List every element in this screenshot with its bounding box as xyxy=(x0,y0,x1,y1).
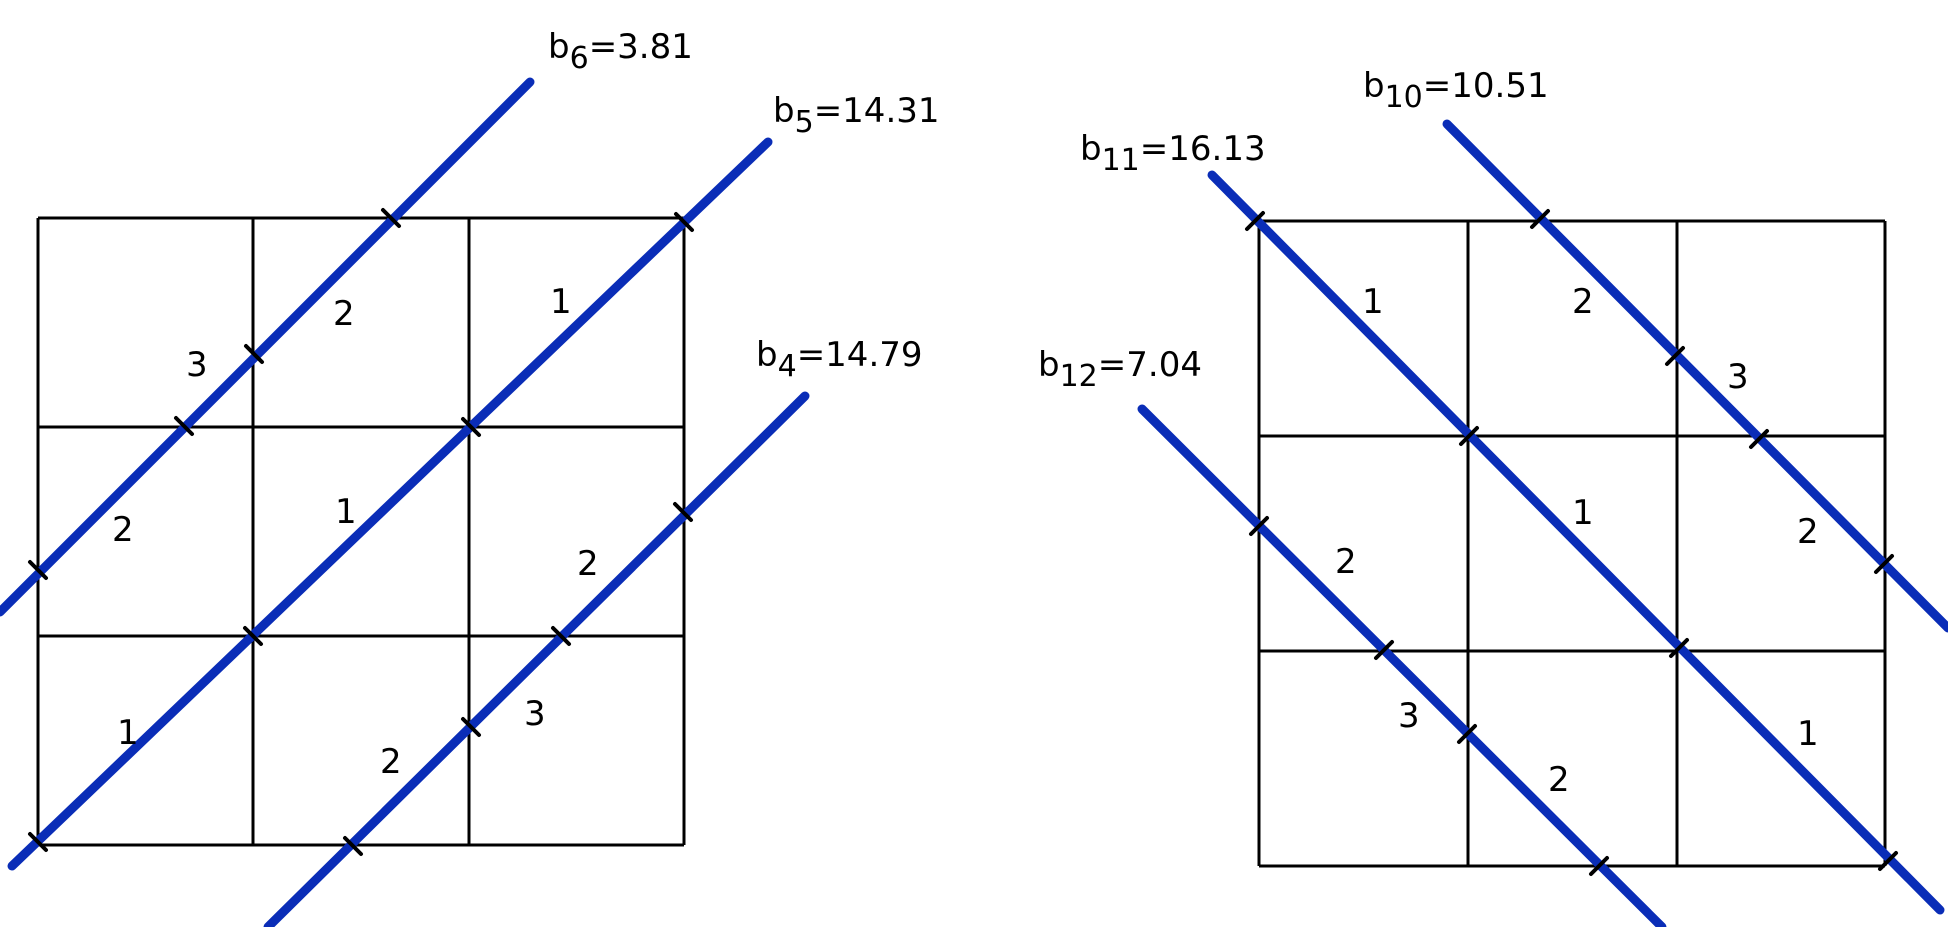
ray-b12-segment-label: 2 xyxy=(1548,760,1570,800)
ray-b4-tick xyxy=(551,626,571,646)
ray-b10: 2 3 2 b10=10.51 xyxy=(1363,66,1948,633)
ray-b5-tick xyxy=(28,832,48,852)
ray-b11-tick xyxy=(1245,211,1265,231)
ray-b4-label-subscript: 4 xyxy=(778,349,797,384)
ray-b6-label: b6=3.81 xyxy=(548,27,693,76)
left-panel: 2 3 2 b6=3.81 1 1 1 b5=14.31 xyxy=(0,27,940,927)
ray-b11-segment-label: 1 xyxy=(1362,282,1384,322)
ray-b12-label-value: =7.04 xyxy=(1098,345,1202,385)
ray-b11-tick xyxy=(1459,426,1479,446)
ray-b11-label-subscript: 11 xyxy=(1102,143,1140,178)
ray-b6-segment-label: 2 xyxy=(112,510,134,550)
ray-b6-tick xyxy=(244,344,264,364)
ray-b12-label-name: b xyxy=(1038,345,1060,385)
ray-b11-segment-label: 1 xyxy=(1572,493,1594,533)
ray-b12-tick xyxy=(1249,516,1269,536)
ray-b4-tick xyxy=(673,502,693,522)
ray-b5-label-subscript: 5 xyxy=(795,105,814,140)
right-panel: 2 3 2 b10=10.51 1 1 1 b11=16.13 xyxy=(1038,66,1948,927)
ray-b4-tick xyxy=(343,836,363,856)
ray-b10-line xyxy=(1442,119,1948,633)
ray-b5-label-name: b xyxy=(773,91,795,131)
ray-b5-label-value: =14.31 xyxy=(814,91,940,131)
ray-b5-line xyxy=(7,137,773,871)
ray-b5-tick xyxy=(674,212,694,232)
ray-b6-tick xyxy=(174,416,194,436)
ray-b12-line xyxy=(1137,404,1667,927)
ray-b10-tick xyxy=(1874,554,1894,574)
ray-b10-label-name: b xyxy=(1363,66,1385,106)
ray-b6-label-value: =3.81 xyxy=(589,27,693,67)
ray-b11: 1 1 1 b11=16.13 xyxy=(1080,129,1945,915)
ray-b11-label-name: b xyxy=(1080,129,1102,169)
ray-b6-segment-label: 2 xyxy=(333,294,355,334)
ray-b12-segment-label: 2 xyxy=(1335,542,1357,582)
ray-b4-segment-label: 3 xyxy=(524,694,546,734)
ray-b10-segment-label: 2 xyxy=(1797,512,1819,552)
ray-b11-tick xyxy=(1669,638,1689,658)
ray-b11-segment-label: 1 xyxy=(1797,714,1819,754)
ray-b4-segment-label: 2 xyxy=(380,742,402,782)
ray-b12-label-subscript: 12 xyxy=(1060,359,1098,394)
ray-b6: 2 3 2 b6=3.81 xyxy=(0,27,693,617)
ray-b12-segment-label: 3 xyxy=(1398,696,1420,736)
left-grid xyxy=(36,216,686,847)
ray-b4: 2 3 2 b4=14.79 xyxy=(263,335,923,927)
ray-b11-line xyxy=(1207,170,1945,915)
ray-b12-tick xyxy=(1374,640,1394,660)
ray-b5-tick xyxy=(461,417,481,437)
ray-b5-tick xyxy=(243,626,263,646)
ray-b11-label: b11=16.13 xyxy=(1080,129,1266,178)
right-grid xyxy=(1257,219,1887,868)
ray-b11-label-value: =16.13 xyxy=(1140,129,1266,169)
ray-b12-tick xyxy=(1589,856,1609,876)
ray-b6-tick xyxy=(381,208,401,228)
ray-b4-label: b4=14.79 xyxy=(756,335,923,384)
ray-b10-tick xyxy=(1665,346,1685,366)
ray-b4-label-name: b xyxy=(756,335,778,375)
ray-b5: 1 1 1 b5=14.31 xyxy=(7,91,940,871)
ray-b4-segment-label: 2 xyxy=(577,544,599,584)
ray-b6-tick xyxy=(28,560,48,580)
ray-b4-tick xyxy=(461,717,481,737)
ray-b10-tick xyxy=(1749,429,1769,449)
ray-b10-label-value: =10.51 xyxy=(1423,66,1549,106)
ray-b4-line xyxy=(263,391,810,927)
ray-b12-label: b12=7.04 xyxy=(1038,345,1202,394)
ray-b4-label-value: =14.79 xyxy=(797,335,923,375)
ray-b10-label: b10=10.51 xyxy=(1363,66,1549,115)
ray-b5-segment-label: 1 xyxy=(335,492,357,532)
ray-b10-segment-label: 2 xyxy=(1572,282,1594,322)
ray-b6-line xyxy=(0,77,535,617)
ray-b5-label: b5=14.31 xyxy=(773,91,940,140)
ray-b10-segment-label: 3 xyxy=(1727,357,1749,397)
ray-b12-tick xyxy=(1457,724,1477,744)
ray-b12: 2 3 2 b12=7.04 xyxy=(1038,345,1667,927)
ray-b6-segment-label: 3 xyxy=(186,345,208,385)
ray-b5-segment-label: 1 xyxy=(550,282,572,322)
ray-b11-tick xyxy=(1878,851,1898,871)
ray-b10-tick xyxy=(1530,209,1550,229)
ray-b6-label-name: b xyxy=(548,27,570,67)
ray-b10-label-subscript: 10 xyxy=(1385,80,1423,115)
ray-b5-segment-label: 1 xyxy=(117,713,139,753)
ray-b6-label-subscript: 6 xyxy=(570,41,589,76)
